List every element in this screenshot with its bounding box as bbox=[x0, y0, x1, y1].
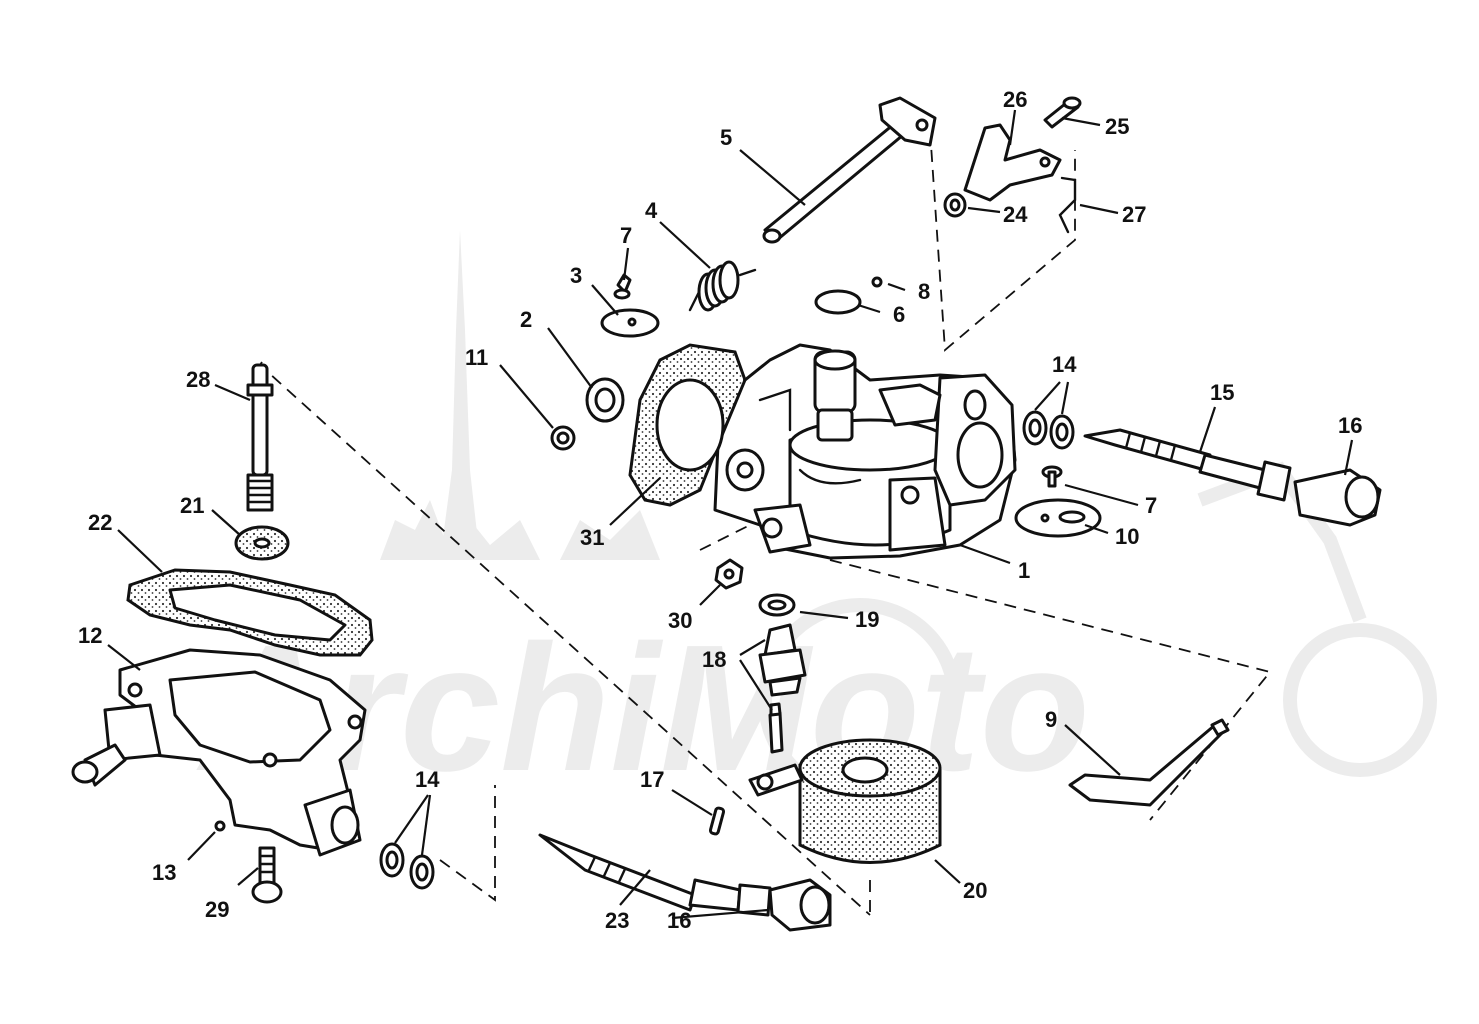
part-19-seal-washer bbox=[758, 593, 796, 617]
callout-2: 2 bbox=[520, 307, 532, 332]
part-14-washers-top bbox=[1022, 410, 1075, 450]
callout-20: 20 bbox=[963, 878, 987, 903]
callout-13: 13 bbox=[152, 860, 176, 885]
part-31-gasket bbox=[628, 343, 747, 507]
part-1-carburetor-body bbox=[713, 343, 1017, 560]
callout-25: 25 bbox=[1105, 114, 1129, 139]
callout-31: 31 bbox=[580, 525, 604, 550]
part-15-needle bbox=[1083, 428, 1292, 502]
part-28-stem bbox=[246, 363, 274, 512]
callout-28: 28 bbox=[186, 367, 210, 392]
part-12-float-bowl bbox=[71, 648, 367, 857]
part-11-ring bbox=[550, 425, 576, 451]
part-18-inlet-valve bbox=[758, 623, 807, 754]
part-17-pin bbox=[708, 806, 726, 836]
part-9-lever bbox=[1068, 718, 1230, 807]
part-29-bolt bbox=[251, 846, 283, 904]
part-7-screw-right bbox=[1041, 465, 1063, 488]
callout-9: 9 bbox=[1045, 707, 1057, 732]
callout-labels: 1 2 3 4 5 6 7 7 8 9 10 11 12 13 14 14 15… bbox=[78, 87, 1362, 933]
callout-29: 29 bbox=[205, 897, 229, 922]
callout-17: 17 bbox=[640, 767, 664, 792]
part-25-screw bbox=[1043, 96, 1082, 129]
callout-16-bottom: 16 bbox=[667, 908, 691, 933]
callout-11: 11 bbox=[465, 345, 488, 370]
part-4-spring bbox=[688, 260, 757, 312]
callout-7-top: 7 bbox=[620, 223, 632, 248]
callout-14-bottom: 14 bbox=[415, 767, 440, 792]
callout-19: 19 bbox=[855, 607, 879, 632]
callout-1: 1 bbox=[1018, 558, 1030, 583]
part-16-nut-right bbox=[1293, 468, 1382, 527]
part-8-ball bbox=[871, 276, 883, 288]
part-13-ball bbox=[214, 820, 226, 832]
callout-30: 30 bbox=[668, 608, 692, 633]
part-27-clip bbox=[1058, 176, 1077, 234]
part-23-needle bbox=[538, 833, 772, 917]
part-30-nut bbox=[714, 558, 744, 590]
callout-27: 27 bbox=[1122, 202, 1146, 227]
callout-24: 24 bbox=[1003, 202, 1028, 227]
callout-26: 26 bbox=[1003, 87, 1027, 112]
part-14-washers-bottom bbox=[379, 842, 435, 890]
part-5-shaft bbox=[762, 96, 937, 244]
part-20-float bbox=[748, 738, 942, 864]
callout-5: 5 bbox=[720, 125, 732, 150]
callout-10: 10 bbox=[1115, 524, 1139, 549]
part-3-plate bbox=[600, 308, 660, 338]
leader-lines bbox=[107, 109, 1354, 920]
part-2-seal bbox=[585, 377, 625, 423]
part-24-washer bbox=[943, 192, 967, 218]
callout-16-right: 16 bbox=[1338, 413, 1362, 438]
callout-15: 15 bbox=[1210, 380, 1234, 405]
part-10-choke-plate bbox=[1014, 498, 1102, 538]
part-16-nut-bottom bbox=[768, 878, 832, 932]
part-26-bracket bbox=[963, 123, 1062, 202]
callout-18: 18 bbox=[702, 647, 726, 672]
part-6-plug bbox=[814, 289, 862, 315]
callout-14-top: 14 bbox=[1052, 352, 1077, 377]
callout-22: 22 bbox=[88, 510, 112, 535]
callout-3: 3 bbox=[570, 263, 582, 288]
callout-23: 23 bbox=[605, 908, 629, 933]
callout-21: 21 bbox=[180, 493, 204, 518]
callout-7-right: 7 bbox=[1145, 493, 1157, 518]
callout-6: 6 bbox=[893, 302, 905, 327]
callout-8: 8 bbox=[918, 279, 930, 304]
part-7-screw-top bbox=[613, 273, 632, 300]
part-21-spacer bbox=[234, 525, 290, 561]
part-22-gasket bbox=[126, 568, 374, 657]
callout-4: 4 bbox=[645, 198, 658, 223]
callout-12: 12 bbox=[78, 623, 102, 648]
